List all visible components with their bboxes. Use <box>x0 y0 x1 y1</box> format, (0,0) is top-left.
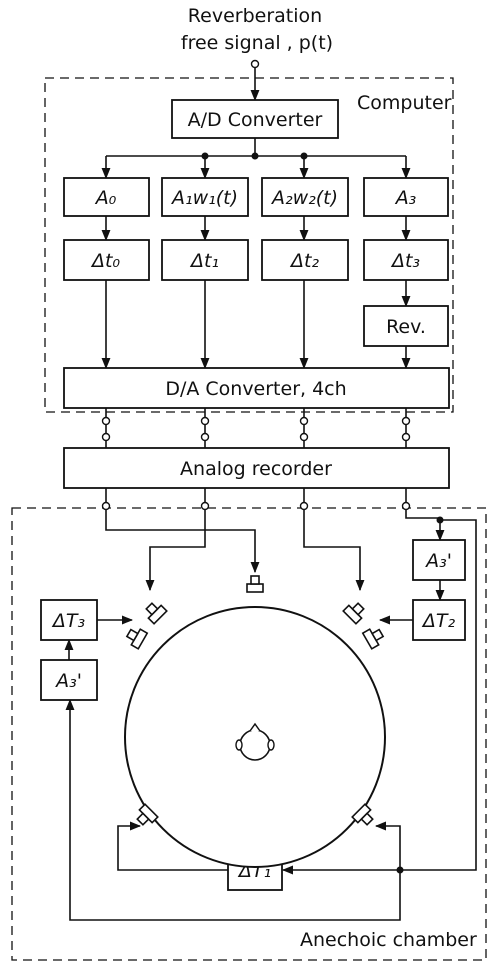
da-recorder-links <box>101 408 411 448</box>
analog-recorder-label: Analog recorder <box>180 458 332 480</box>
delay-label-ch0: Δt₀ <box>90 250 120 272</box>
signal-line-ch1 <box>145 510 206 592</box>
input-label-line1: Reverberation <box>188 5 322 27</box>
anechoic-chamber-boundary <box>11 507 487 961</box>
computer-label: Computer <box>357 92 452 114</box>
delay-box-ch2 <box>261 239 349 281</box>
gain-label-ch1: A₁w₁(t) <box>170 187 238 209</box>
speaker-left <box>125 628 149 650</box>
bus-junction-center <box>251 152 259 160</box>
right-gain-label: A₃' <box>424 550 452 572</box>
recorder-output-terminals <box>101 488 411 511</box>
anechoic-chamber-label: Anechoic chamber <box>300 929 477 951</box>
listener-head-icon <box>235 722 275 761</box>
delay-label-ch1: Δt₁ <box>189 250 219 272</box>
speaker-upper-left <box>145 602 168 625</box>
speaker-lower-left <box>136 803 159 826</box>
left-gain-box <box>40 659 98 701</box>
analog-recorder-box <box>63 447 450 489</box>
signal-line-ch0 <box>105 510 260 574</box>
ad-converter-box <box>171 99 339 139</box>
right-delay-label: ΔT₂ <box>421 610 456 632</box>
delay-label-ch3: Δt₃ <box>390 250 420 272</box>
speaker-lower-right <box>351 803 374 826</box>
delay-box-ch0 <box>63 239 150 281</box>
gain-box-ch3 <box>363 177 449 217</box>
speaker-top <box>246 575 264 593</box>
delay-box-ch1 <box>161 239 249 281</box>
gain-label-ch2: A₂w₂(t) <box>270 187 338 209</box>
delay-box-ch3 <box>363 239 449 281</box>
gain-label-ch0: A₀ <box>94 187 117 209</box>
right-delay-box <box>412 599 466 641</box>
da-converter-label: D/A Converter, 4ch <box>165 378 346 400</box>
input-terminal <box>250 59 260 69</box>
left-delay-box <box>40 599 98 641</box>
left-gain-label: A₃' <box>54 670 82 692</box>
gain-label-ch3: A₃ <box>394 187 417 209</box>
bottom-junction-to-right-speaker <box>374 821 401 870</box>
computer-boundary <box>44 77 454 413</box>
signal-line-ch2 <box>303 510 365 592</box>
da-converter-box <box>63 367 450 409</box>
delay-label-ch2: Δt₂ <box>289 250 319 272</box>
rev-label: Rev. <box>386 316 426 338</box>
gain-box-ch0 <box>63 177 150 217</box>
left-delay-label: ΔT₃ <box>51 610 85 632</box>
speaker-right <box>361 628 385 650</box>
speaker-upper-right <box>342 602 365 625</box>
gain-box-ch2 <box>261 177 349 217</box>
ad-converter-label: A/D Converter <box>188 109 323 131</box>
bottom-loop-to-left-gain <box>65 698 401 921</box>
bottom-delay-to-left-speaker <box>117 821 228 871</box>
input-label-line2: free signal , p(t) <box>181 32 333 54</box>
ch3-outer-loop <box>400 519 477 871</box>
signal-line-ch3 <box>405 510 441 520</box>
right-gain-box <box>412 539 466 581</box>
